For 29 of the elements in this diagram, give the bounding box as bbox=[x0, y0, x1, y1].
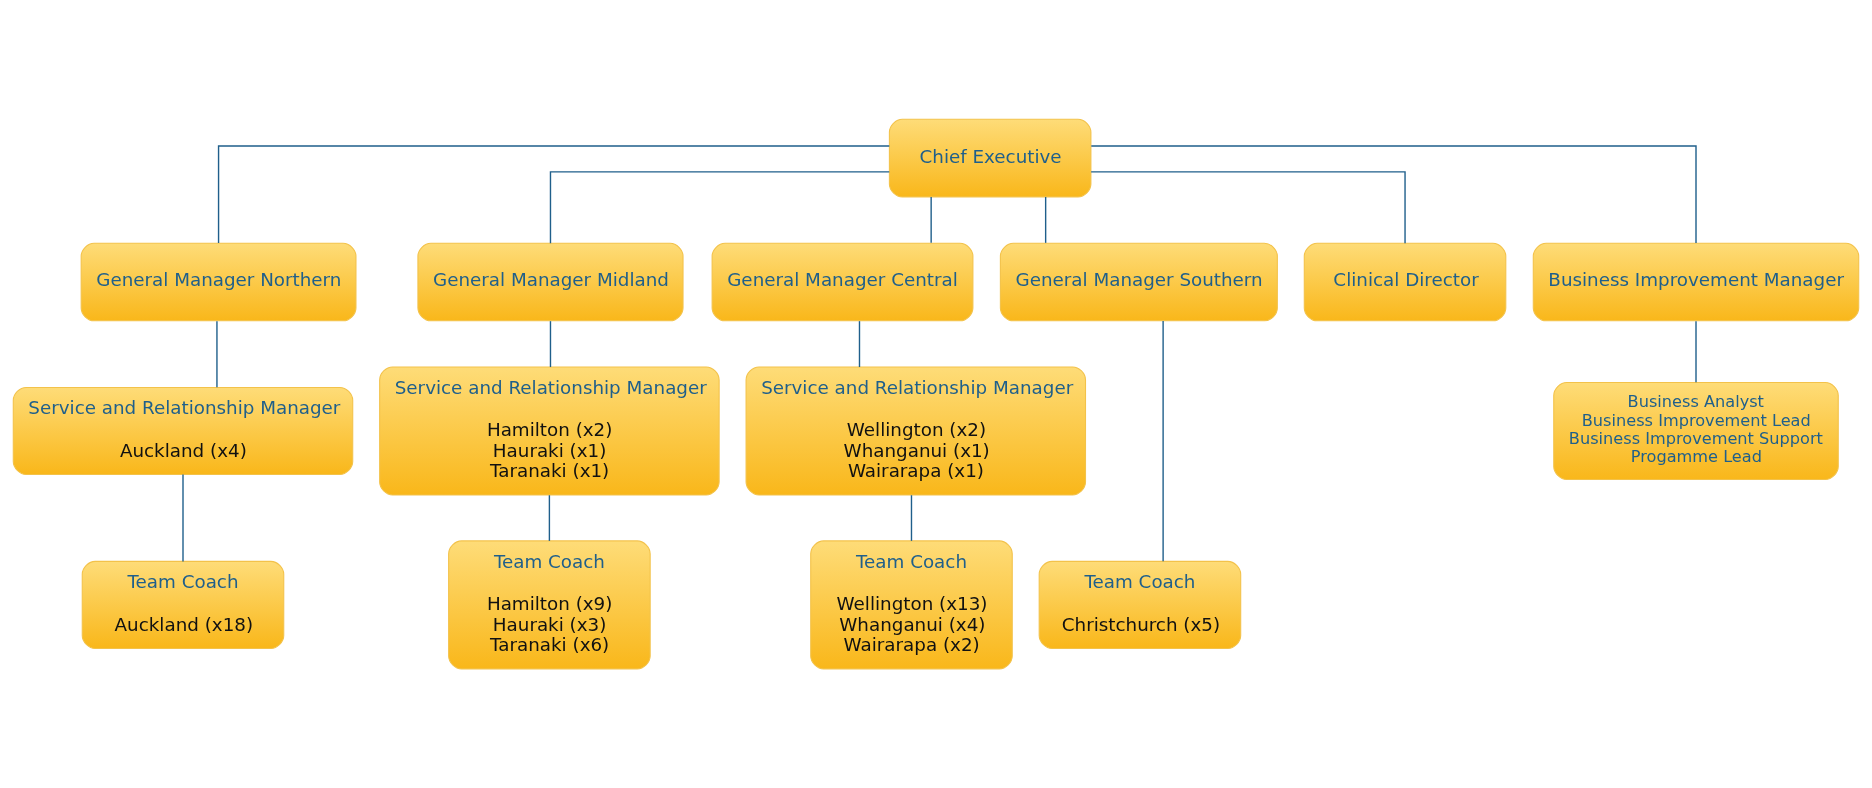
node-box: Clinical Director bbox=[1303, 242, 1507, 322]
connector bbox=[182, 473, 184, 563]
node-box: Team Coach Auckland (x18) bbox=[81, 560, 285, 649]
connector bbox=[1090, 171, 1406, 244]
node-box: Team Coach Christchurch (x5) bbox=[1038, 560, 1242, 649]
node-box: Service and Relationship Manager Wellington (x2) Whanganui (x1) Wairarapa (x1) bbox=[745, 366, 1087, 496]
connector bbox=[930, 196, 932, 244]
connector bbox=[1695, 320, 1697, 383]
node-box: General Manager Southern bbox=[999, 242, 1278, 322]
connector bbox=[910, 494, 913, 542]
node-box: Team Coach Wellington (x13) Whanganui (x4) Wairarapa (x2) bbox=[810, 540, 1013, 670]
connector bbox=[549, 171, 890, 244]
node-box: General Manager Northern bbox=[80, 242, 357, 322]
connector bbox=[548, 494, 551, 542]
connector bbox=[858, 320, 861, 368]
node-box: Service and Relationship Manager Auckland (x4) bbox=[12, 386, 354, 476]
node-box: Business Analyst Business Improvement Lead Business Improvement Support Progamme Lead bbox=[1553, 381, 1839, 480]
node-box: Business Improvement Manager bbox=[1532, 242, 1860, 322]
node-box: General Manager Central bbox=[711, 242, 974, 322]
connector bbox=[549, 320, 552, 368]
connector bbox=[1044, 196, 1047, 244]
connector bbox=[1162, 320, 1164, 562]
node-box: Chief Executive bbox=[888, 118, 1092, 198]
connector bbox=[217, 145, 890, 244]
node-box: Team Coach Hamilton (x9) Hauraki (x3) Taranaki (x6) bbox=[448, 540, 651, 670]
node-box: General Manager Midland bbox=[417, 242, 684, 322]
node-box: Service and Relationship Manager Hamilton (x2) Hauraki (x1) Taranaki (x1) bbox=[379, 366, 720, 496]
connector bbox=[1090, 145, 1697, 244]
connector bbox=[216, 320, 218, 389]
